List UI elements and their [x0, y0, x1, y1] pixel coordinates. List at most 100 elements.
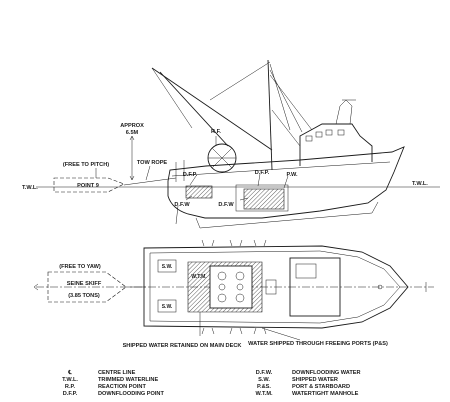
legend-abbr: T.W.L.	[62, 377, 78, 383]
legend-abbr: R.P.	[64, 384, 76, 390]
legend-abbr: D.F.W.	[255, 370, 273, 376]
stay-4	[269, 74, 313, 131]
shipped-water-box-lower	[157, 299, 177, 313]
legend-def: DOWNFLOODING WATER	[292, 370, 361, 376]
rudder	[175, 205, 179, 225]
twl-right-label: T.W.L.	[412, 181, 428, 187]
legend-row: ℄ CENTRE LINE	[58, 370, 188, 377]
skiff-plan-outline	[47, 271, 127, 303]
hull-side-outline	[167, 146, 405, 219]
manhole-2	[235, 271, 245, 281]
bulwark-line	[171, 161, 391, 177]
freeing-port-1	[201, 239, 215, 247]
reaction-point-label: R.F.	[211, 129, 221, 135]
skiff-tons-label: (3.85 TONS)	[68, 293, 100, 299]
free-to-yaw-label: (FREE TO YAW)	[59, 264, 101, 270]
legend-abbr: W.T.M.	[255, 391, 273, 397]
wheelhouse-inner	[295, 263, 317, 279]
free-to-pitch-label: (FREE TO PITCH)	[63, 162, 109, 168]
stay-5	[151, 67, 193, 129]
bulwark-plan	[149, 250, 401, 324]
window-4	[337, 129, 345, 136]
legend-row: P.&S. PORT & STARBOARD	[252, 384, 402, 391]
twl-left-label: T.W.L.	[22, 185, 38, 191]
window-1	[305, 135, 313, 142]
freeing-port-5	[229, 327, 243, 335]
legend-row: D.F.W. DOWNFLOODING WATER	[252, 370, 402, 377]
dfw-right-label: D.F.W	[218, 202, 234, 208]
downflooding-water-aft	[185, 185, 213, 199]
dfw-left-label: D.F.W	[174, 202, 190, 208]
legend-row: S.W. SHIPPED WATER	[252, 377, 402, 384]
legend-row: R.P. REACTION POINT	[58, 384, 188, 391]
wheelhouse-plan	[289, 257, 341, 317]
shipped-water-retained-label: SHIPPED WATER RETAINED ON MAIN DECK	[123, 343, 242, 349]
centre-line-arrow	[33, 283, 39, 291]
pw-leader	[283, 175, 289, 189]
legend-def: PORT & STARBOARD	[292, 384, 351, 390]
freeing-ports-leader	[261, 327, 301, 341]
tow-rope	[123, 177, 177, 186]
legend-def: CENTRE LINE	[98, 370, 136, 376]
window-3	[325, 129, 333, 136]
stay-2	[269, 63, 291, 131]
water-shipped-ports-label: WATER SHIPPED THROUGH FREEING PORTS (P&S…	[248, 341, 388, 347]
dfp-left-leader	[189, 175, 197, 186]
legend-def: WATERTIGHT MANHOLE	[292, 391, 359, 397]
tow-rope-label: TOW ROPE	[137, 160, 168, 166]
mast-top	[335, 99, 353, 125]
skiff-side-outline	[53, 177, 125, 193]
legend-row: W.T.M. WATERTIGHT MANHOLE	[252, 391, 402, 398]
legend-abbr: P.&S.	[257, 384, 271, 390]
bow-fitting	[377, 284, 383, 290]
dfw-right-leader	[239, 197, 249, 201]
sw-lower-label: S.W.	[162, 304, 173, 310]
shipped-water-box-upper	[157, 259, 177, 273]
legend-abbr: ℄	[68, 370, 72, 376]
hull-keel-line	[195, 201, 379, 229]
hold-hatch-side	[243, 188, 285, 210]
tow-rope-leader	[145, 165, 151, 181]
manhole-4	[235, 293, 245, 303]
manhole-5	[218, 283, 226, 291]
hull-plan-outline	[143, 245, 409, 329]
dfw-left-leader	[185, 195, 193, 201]
wheelhouse	[299, 123, 373, 166]
legend-row: D.F.P. DOWNFLOODING POINT	[58, 391, 188, 398]
mast-step-plan	[265, 279, 277, 295]
manhole-3	[217, 293, 227, 303]
legend-def: TRIMMED WATERLINE	[98, 377, 159, 383]
stay-6	[271, 109, 301, 147]
legend-abbr: D.F.P.	[62, 391, 78, 397]
approx-arrow-bottom	[129, 175, 135, 181]
legend: ℄ CENTRE LINE T.W.L. TRIMMED WATERLINE R…	[0, 370, 450, 402]
dfp-right-leader	[257, 173, 261, 187]
sw-upper-label: S.W.	[162, 264, 173, 270]
approx-label: APPROX	[120, 123, 144, 129]
freeing-port-4	[201, 327, 215, 335]
boom-brace	[159, 71, 229, 147]
legend-def: DOWNFLOODING POINT	[98, 391, 164, 397]
manhole-1	[217, 271, 227, 281]
drum-spoke-3	[211, 147, 233, 169]
legend-def: REACTION POINT	[98, 384, 146, 390]
stay-3	[269, 69, 303, 133]
legend-def: SHIPPED WATER	[292, 377, 338, 383]
freeing-port-3	[253, 239, 267, 247]
side-elevation: APPROX 6.5M R.F. (FREE TO PITCH) POINT 9…	[22, 59, 440, 229]
freeing-port-2	[229, 239, 243, 247]
legend-abbr: S.W.	[258, 377, 270, 383]
approx-arrow-top	[129, 135, 135, 141]
plan-view: (FREE TO YAW) SEINE SKIFF (3.85 TONS) S.…	[33, 239, 434, 349]
dfp-left-label: D.F.P.	[183, 172, 198, 178]
hold-outline-side	[235, 184, 289, 212]
freeing-port-6	[253, 327, 267, 335]
main-mast	[267, 59, 273, 171]
main-boom	[151, 67, 273, 151]
wtm-label: W.T.M.	[191, 274, 207, 280]
pw-label: P.W.	[286, 172, 298, 178]
window-2	[315, 131, 323, 138]
fish-hold-plan	[209, 265, 253, 309]
manhole-6	[236, 283, 244, 291]
